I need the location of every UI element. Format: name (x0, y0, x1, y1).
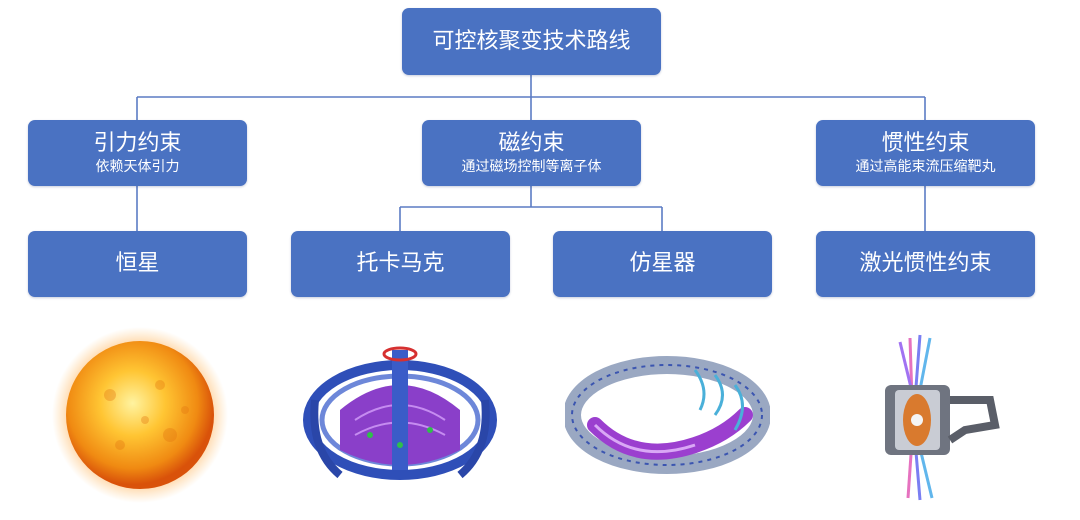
leaf-star: 恒星 (28, 231, 247, 297)
category-title: 引力约束 (93, 130, 182, 156)
category-subtitle: 依赖天体引力 (95, 158, 180, 175)
leaf-stellarator: 仿星器 (553, 231, 772, 297)
category-magnetic: 磁约束 通过磁场控制等离子体 (422, 120, 641, 186)
category-subtitle: 通过磁场控制等离子体 (461, 158, 602, 175)
category-title: 磁约束 (498, 130, 565, 156)
leaf-title: 仿星器 (629, 251, 696, 276)
category-inertial: 惯性约束 通过高能束流压缩靶丸 (816, 120, 1035, 186)
leaf-title: 托卡马克 (356, 251, 445, 276)
stellarator-icon (565, 356, 770, 474)
root-title: 可控核聚变技术路线 (432, 28, 631, 54)
tokamak-icon (303, 346, 497, 480)
category-gravitational: 引力约束 依赖天体引力 (28, 120, 247, 186)
category-subtitle: 通过高能束流压缩靶丸 (855, 158, 996, 175)
leaf-tokamak: 托卡马克 (291, 231, 510, 297)
leaf-title: 恒星 (115, 251, 160, 276)
laser-fusion-target-icon (885, 334, 1000, 501)
leaf-title: 激光惯性约束 (859, 251, 992, 276)
leaf-laser-inertial: 激光惯性约束 (816, 231, 1035, 297)
category-title: 惯性约束 (881, 130, 970, 156)
root-node: 可控核聚变技术路线 (402, 8, 661, 75)
sun-icon (52, 327, 228, 503)
